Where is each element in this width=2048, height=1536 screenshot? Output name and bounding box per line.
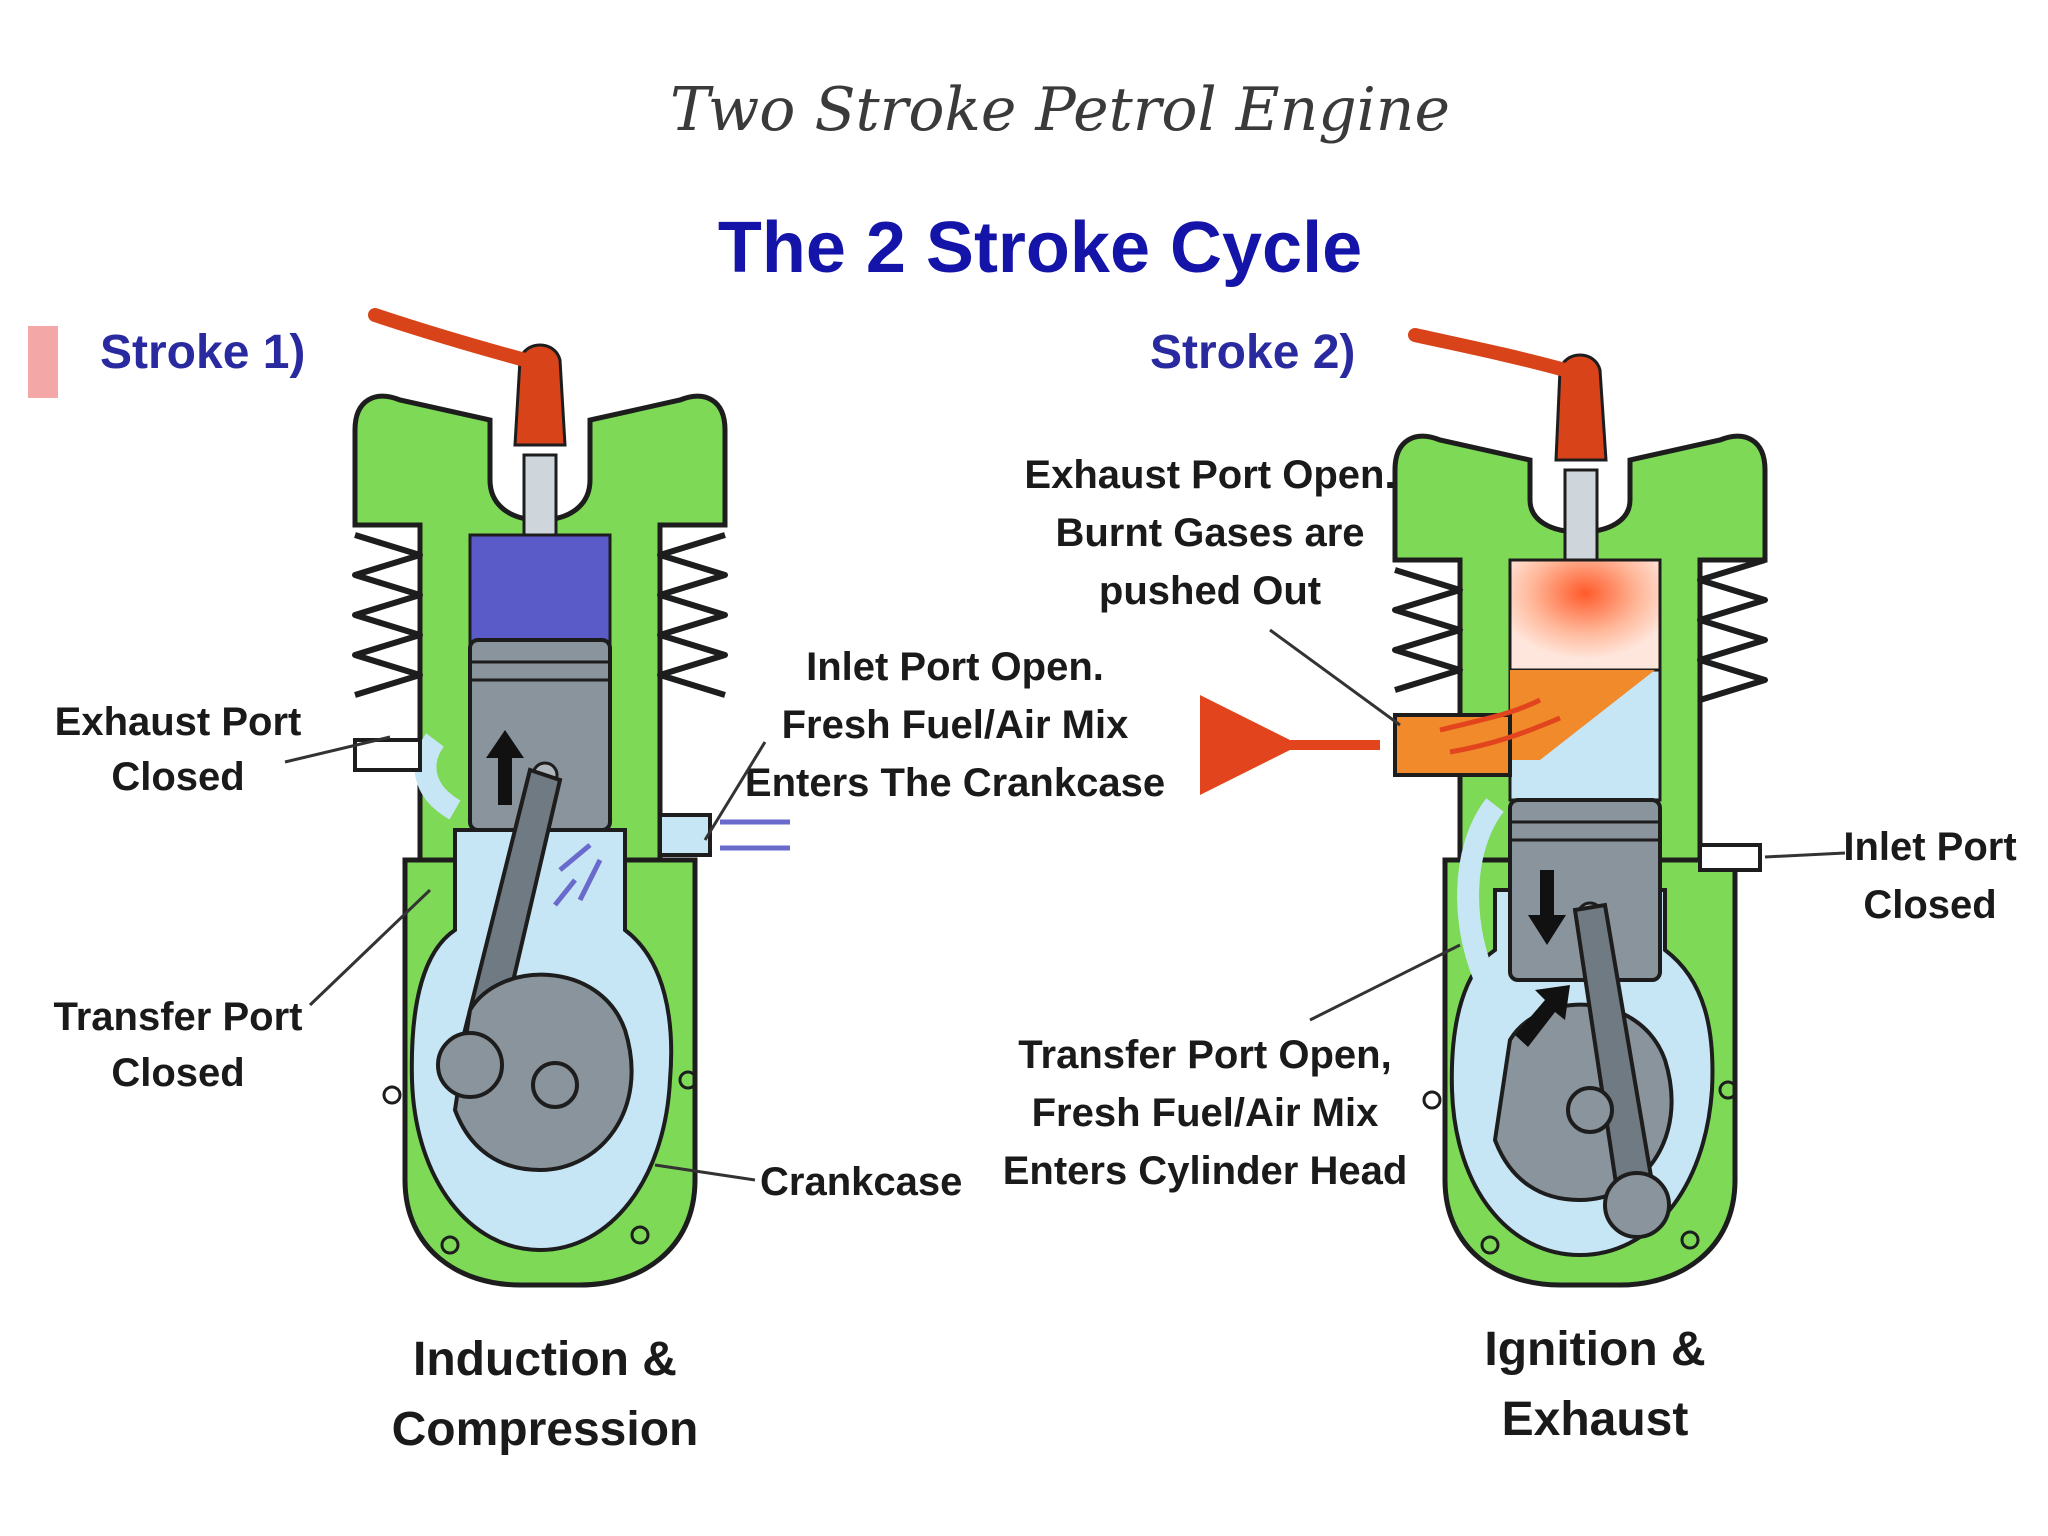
stroke2-inlet-line-2: Closed (1863, 883, 1996, 927)
stroke1-label-inlet: Inlet Port Open. Fresh Fuel/Air Mix Ente… (703, 645, 1165, 841)
stroke2-exhaust-flow (1510, 670, 1655, 760)
stroke2-crankshaft (1566, 1086, 1614, 1134)
stroke2-crank-big-end (1603, 1171, 1671, 1239)
stroke1-label-transfer: Transfer Port Closed (54, 888, 432, 1095)
stroke2-ht-lead (1408, 328, 1572, 377)
stroke2-bolt-2 (1718, 1080, 1738, 1100)
stroke1-compressed-charge (468, 533, 612, 647)
stroke1-transfer-duct (414, 733, 461, 820)
stroke2-label-inlet: Inlet Port Closed (1764, 825, 2017, 927)
stroke2-exhaust-port (1393, 713, 1512, 777)
stroke2-inlet-line-1: Inlet Port (1843, 825, 2016, 869)
stroke1-engine: Stroke 1) (100, 308, 790, 1288)
stroke2-cooling-fins-right (1697, 557, 1768, 703)
stroke1-spark-plug-body (522, 453, 558, 537)
stroke2-engine: Stroke 2) (1150, 326, 1768, 1288)
stroke1-exhaust-port (353, 738, 422, 772)
stroke2-exhaust-line-3: pushed Out (1099, 569, 1321, 613)
stroke2-inlet-leader (1764, 851, 1846, 859)
slide-accent-bar (28, 326, 58, 398)
stroke2-exhaust-line-2: Burnt Gases are (1055, 511, 1364, 555)
stroke1-exhaust-line-2: Closed (111, 755, 244, 799)
stroke2-transfer-line-2: Fresh Fuel/Air Mix (1032, 1091, 1379, 1135)
stroke1-caption: Induction & Compression (392, 1333, 699, 1456)
stroke2-inlet-port (1698, 843, 1762, 872)
stroke1-piston-up-arrow-icon (486, 730, 524, 805)
stroke1-exhaust-leader (284, 735, 391, 764)
stroke1-inlet-line-1: Inlet Port Open. (806, 645, 1104, 689)
stroke1-transfer-leader (308, 888, 432, 1007)
stroke1-caption-line-1: Induction & (413, 1333, 677, 1386)
stroke1-mix-arrows-icon (553, 843, 603, 907)
stroke1-inlet-leader (703, 741, 767, 841)
stroke2-label-transfer: Transfer Port Open, Fresh Fuel/Air Mix E… (1003, 943, 1461, 1193)
stroke1-cooling-fins-right (657, 532, 728, 698)
stroke1-label-exhaust: Exhaust Port Closed (55, 700, 391, 799)
stroke1-label-crankcase: Crankcase (654, 1160, 962, 1204)
stroke1-crankshaft (531, 1061, 579, 1109)
stroke1-crankcase-leader (654, 1163, 756, 1182)
stroke2-bolt-1 (1422, 1090, 1442, 1110)
stroke1-bolt-4 (630, 1225, 650, 1245)
stroke2-transfer-line-1: Transfer Port Open, (1018, 1033, 1391, 1077)
stroke2-transfer-line-3: Enters Cylinder Head (1003, 1149, 1408, 1193)
stroke1-inlet-line-3: Enters The Crankcase (745, 761, 1165, 805)
stroke2-bolt-4 (1680, 1230, 1700, 1250)
stroke2-exhaust-leader (1269, 628, 1401, 727)
stroke1-cooling-fins-left (352, 532, 423, 698)
stroke1-crankcase-text: Crankcase (760, 1160, 962, 1204)
stroke2-heading: Stroke 2) (1150, 326, 1355, 379)
stroke2-transfer-duct (1457, 798, 1504, 995)
stroke1-bolt-2 (678, 1070, 698, 1090)
stroke1-inlet-port (658, 813, 712, 857)
stroke2-exhaust-swirl-icon (1439, 697, 1561, 755)
page-title: Two Stroke Petrol Engine (670, 75, 1450, 145)
diagram-heading: The 2 Stroke Cycle (718, 208, 1362, 288)
stroke2-caption-line-2: Exhaust (1502, 1393, 1689, 1446)
stroke2-exhaust-line-1: Exhaust Port Open. (1024, 453, 1395, 497)
stroke1-transfer-line-1: Transfer Port (54, 995, 303, 1039)
stroke2-bolt-3 (1480, 1235, 1500, 1255)
stroke1-bolt-3 (440, 1235, 460, 1255)
stroke1-transfer-line-2: Closed (111, 1051, 244, 1095)
stroke2-burnt-gas (1508, 558, 1662, 672)
stroke2-piston-down-arrow-icon (1528, 870, 1566, 945)
stroke1-heading: Stroke 1) (100, 326, 305, 379)
stroke2-spark-plug-body (1563, 468, 1599, 562)
stroke1-bolt-1 (382, 1085, 402, 1105)
stroke1-inlet-line-2: Fresh Fuel/Air Mix (782, 703, 1129, 747)
stroke2-cooling-fins-left (1392, 567, 1463, 693)
stroke2-rotation-arrow-icon (1515, 985, 1570, 1047)
stroke2-caption-line-1: Ignition & (1484, 1323, 1705, 1376)
stroke1-ht-lead (368, 308, 532, 367)
stroke1-caption-line-2: Compression (392, 1403, 699, 1456)
stroke1-exhaust-line-1: Exhaust Port (55, 700, 302, 744)
stroke2-transfer-leader (1309, 943, 1461, 1022)
stroke2-caption: Ignition & Exhaust (1484, 1323, 1705, 1446)
stroke1-crank-big-end (436, 1031, 504, 1099)
stroke2-label-exhaust: Exhaust Port Open. Burnt Gases are pushe… (1024, 453, 1401, 727)
